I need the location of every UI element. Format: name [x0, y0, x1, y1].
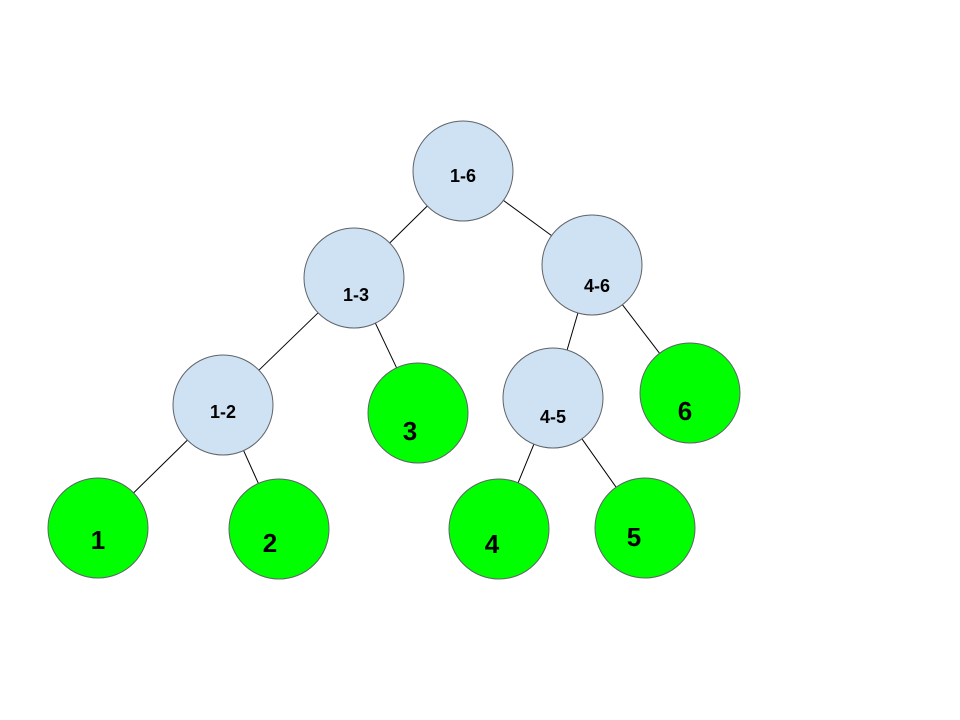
node-circle	[448, 478, 550, 580]
edge-n16-n46	[503, 199, 552, 237]
node-circle	[228, 478, 330, 580]
node-label: 4-5	[540, 407, 566, 427]
internal-node-1-3: 1-3	[303, 227, 405, 329]
node-circle	[47, 477, 149, 579]
node-circle	[303, 227, 405, 329]
edge-n46-n45	[566, 312, 579, 351]
node-circle	[172, 354, 274, 456]
node-label: 3	[403, 416, 417, 446]
node-circle	[412, 120, 514, 222]
node-label: 4-6	[584, 276, 610, 296]
edge-n12-n2	[243, 450, 259, 484]
node-label: 2	[263, 528, 277, 558]
edge-n13-n3	[374, 322, 398, 369]
tree-nodes: 1-6 1-3 4-6 1-2 3 4-5 6 1 2 4 5	[47, 120, 741, 580]
node-circle	[502, 347, 604, 449]
internal-node-4-6: 4-6	[541, 214, 643, 316]
leaf-node-2: 2	[228, 478, 330, 580]
edge-n12-n1	[133, 439, 188, 494]
node-label: 4	[485, 529, 500, 559]
leaf-node-1: 1	[47, 477, 149, 579]
internal-node-1-2: 1-2	[172, 354, 274, 456]
node-label: 1-6	[450, 166, 476, 186]
node-circle	[594, 477, 696, 579]
node-circle	[367, 362, 469, 464]
node-label: 1-2	[210, 402, 236, 422]
edge-n45-n5	[581, 438, 617, 488]
internal-node-4-5: 4-5	[502, 347, 604, 449]
leaf-node-4: 4	[448, 478, 550, 580]
node-label: 6	[678, 396, 692, 426]
tree-edges	[133, 199, 660, 494]
node-circle	[639, 342, 741, 444]
leaf-node-3: 3	[367, 362, 469, 464]
node-label: 1-3	[343, 285, 369, 305]
leaf-node-6: 6	[639, 342, 741, 444]
edge-n45-n4	[517, 444, 535, 483]
edge-n46-n6	[622, 304, 660, 354]
leaf-node-5: 5	[594, 477, 696, 579]
node-label: 5	[627, 522, 641, 552]
node-label: 1	[91, 525, 105, 555]
internal-node-1-6: 1-6	[412, 120, 514, 222]
node-circle	[541, 214, 643, 316]
edge-n13-n12	[258, 312, 319, 371]
edge-n16-n13	[389, 205, 428, 244]
